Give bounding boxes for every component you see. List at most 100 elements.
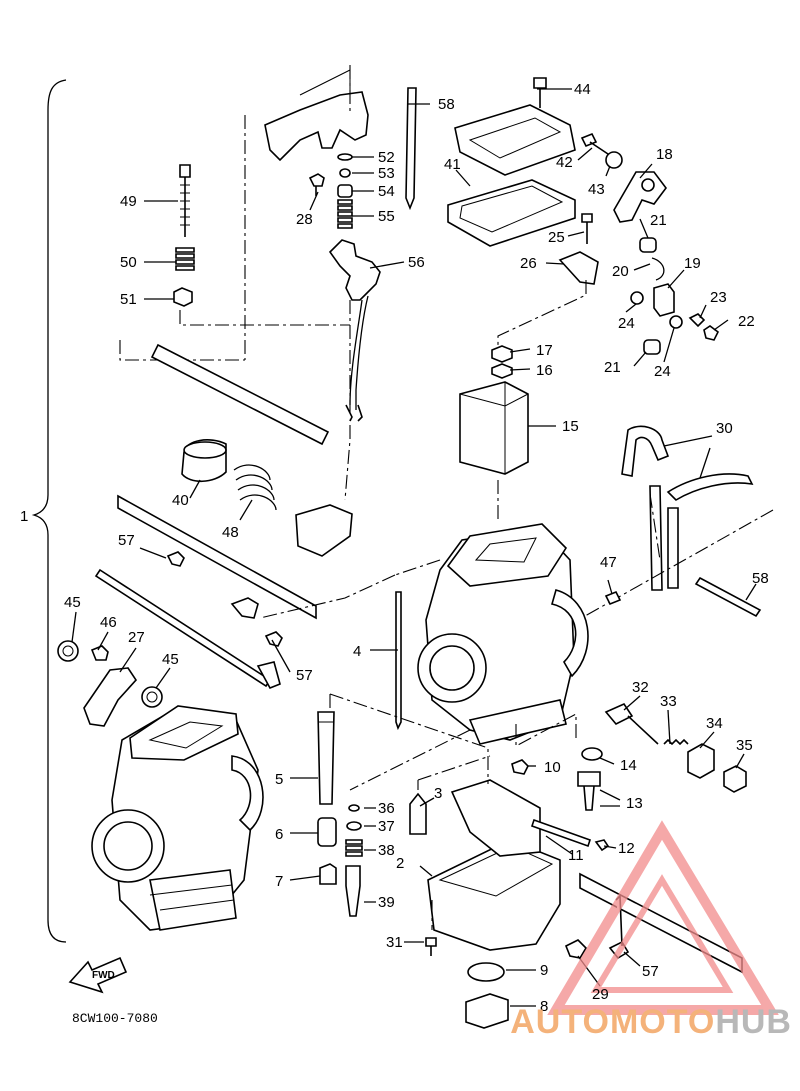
spring-48 (233, 464, 277, 511)
screw-10 (511, 759, 529, 775)
callout-52: 52 (378, 149, 395, 166)
callout-48: 48 (222, 524, 239, 541)
callout-12: 12 (618, 840, 635, 857)
callout-38: 38 (378, 842, 395, 859)
callout-44: 44 (574, 81, 591, 98)
callout-21b: 21 (604, 359, 621, 376)
gasket-41 (447, 179, 576, 247)
callout-24b: 24 (654, 363, 671, 380)
callout-8: 8 (540, 998, 548, 1015)
screw-44 (533, 77, 547, 108)
cover-41 (454, 104, 576, 176)
callout-7: 7 (275, 873, 283, 890)
screw-25 (581, 213, 593, 244)
callout-29: 29 (592, 986, 609, 1003)
band-58-top (405, 87, 417, 211)
spring-55 (337, 199, 353, 229)
callout-54: 54 (378, 183, 395, 200)
callout-28: 28 (296, 211, 313, 228)
spring-33 (663, 738, 689, 746)
callout-30: 30 (716, 420, 733, 437)
float (450, 779, 541, 857)
callout-labels: 1 2 3 4 5 6 7 8 9 10 11 12 13 14 15 16 1… (20, 81, 769, 1015)
jet-3 (409, 792, 427, 835)
callout-18: 18 (656, 146, 673, 163)
watermark-logo-icon (547, 820, 779, 1015)
pulley-19 (653, 283, 675, 317)
callout-36: 36 (378, 800, 395, 817)
carburetor-body-right (417, 523, 589, 745)
callout-3: 3 (434, 785, 442, 802)
callout-56: 56 (408, 254, 425, 271)
needle-4 (395, 591, 402, 731)
nut-53 (339, 168, 351, 178)
callout-17: 17 (536, 342, 553, 359)
starter-plunger-56 (328, 239, 381, 301)
assembly-brace (31, 79, 67, 943)
hose-30 (621, 425, 670, 477)
ring-37 (346, 821, 362, 831)
fwd-label: FWD (92, 970, 115, 981)
spacer-54 (337, 184, 353, 198)
starter-body (295, 504, 353, 557)
callout-1: 1 (20, 508, 28, 525)
rail-57 (117, 494, 317, 620)
seal-45b (141, 686, 163, 708)
callout-33: 33 (660, 693, 677, 710)
callout-51: 51 (120, 291, 137, 308)
callout-58b: 58 (752, 570, 769, 587)
callout-34: 34 (706, 715, 723, 732)
jet-7 (319, 863, 337, 885)
hose (150, 343, 330, 446)
bracket-26 (558, 251, 599, 285)
callout-2: 2 (396, 855, 404, 872)
washer-24b (669, 315, 683, 329)
band-58-right (694, 576, 762, 618)
plug-34 (687, 743, 715, 779)
screw-49 (179, 164, 191, 237)
bushing-21b (643, 339, 661, 355)
callout-5: 5 (275, 771, 283, 788)
cap-35 (723, 765, 747, 793)
callout-20: 20 (612, 263, 629, 280)
washer-36 (348, 804, 360, 812)
callout-39: 39 (378, 894, 395, 911)
callout-4: 4 (353, 643, 361, 660)
callout-16: 16 (536, 362, 553, 379)
jet-6 (317, 817, 337, 847)
callout-15: 15 (562, 418, 579, 435)
callout-55: 55 (378, 208, 395, 225)
watermark-part2: HUB (715, 1003, 792, 1041)
washer-43 (605, 151, 623, 169)
lever-27 (83, 667, 138, 727)
callout-11: 11 (568, 847, 584, 864)
callout-23: 23 (710, 289, 727, 306)
reference-code: 8CW100-7080 (72, 1011, 158, 1026)
nut-17 (491, 345, 513, 363)
screw-11 (530, 818, 592, 848)
washer-23 (688, 313, 706, 328)
screw-29 (564, 939, 588, 959)
callout-45b: 45 (162, 651, 179, 668)
screw-46 (90, 645, 109, 661)
screw-12 (594, 839, 610, 852)
callout-25: 25 (548, 229, 565, 246)
callout-49: 49 (120, 193, 137, 210)
callout-10: 10 (544, 759, 561, 776)
callout-47: 47 (600, 554, 617, 571)
callout-22: 22 (738, 313, 755, 330)
callout-31: 31 (386, 934, 403, 951)
callout-41: 41 (444, 156, 461, 173)
nut-51 (173, 287, 193, 307)
callout-57b: 57 (296, 667, 313, 684)
screw-32 (604, 702, 659, 745)
holder-5 (317, 711, 335, 805)
seal-45a (57, 640, 79, 662)
throttle-shaft (94, 568, 272, 688)
spring-20 (651, 257, 665, 281)
washer-52 (337, 153, 353, 161)
callout-42: 42 (556, 154, 573, 171)
carburetor-body-left (91, 705, 264, 931)
callout-40: 40 (172, 492, 189, 509)
